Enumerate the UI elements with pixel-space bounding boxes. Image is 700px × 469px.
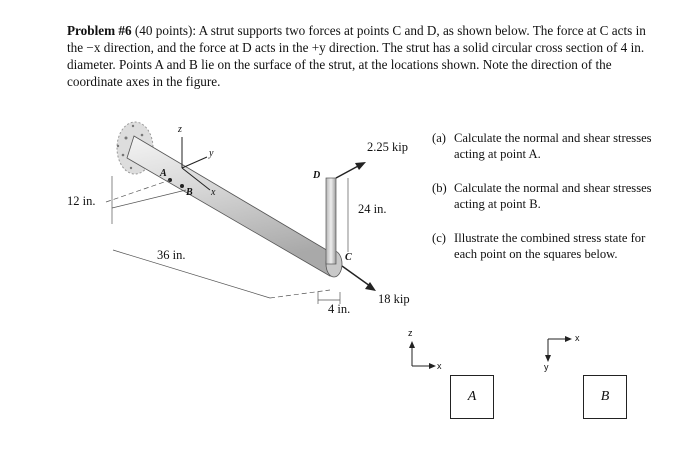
dim-36-label: 36 in.: [157, 248, 186, 262]
axes-b-horizontal-label: x: [575, 333, 580, 343]
load-arrow-d: [335, 162, 366, 179]
question-b: (b) Calculate the normal and shear stres…: [432, 180, 662, 212]
axes-a-vertical-label: z: [408, 328, 413, 338]
question-c-tag: (c): [432, 231, 446, 245]
point-c-label: C: [345, 252, 352, 263]
point-d-label: D: [313, 170, 321, 181]
load-d-label: 2.25 kip: [367, 140, 408, 154]
question-a-text: Calculate the normal and shear stresses …: [454, 131, 652, 161]
strut-body: [126, 135, 331, 277]
local-x-label: x: [211, 187, 216, 198]
dim-12-label: 12 in.: [67, 194, 96, 208]
dimension-lines: [105, 176, 349, 304]
problem-statement: Problem #6 (40 points): A strut supports…: [67, 22, 657, 90]
dim-24-label: 24 in.: [358, 202, 387, 216]
stress-square-b[interactable]: B: [583, 375, 627, 419]
local-y-label: y: [209, 148, 214, 159]
axes-a: [409, 341, 436, 369]
question-b-tag: (b): [432, 181, 447, 195]
point-b-label: B: [186, 187, 193, 198]
dim-4-label: 4 in.: [328, 302, 351, 316]
question-c: (c) Illustrate the combined stress state…: [432, 230, 662, 262]
stress-square-a[interactable]: A: [450, 375, 494, 419]
load-arrow-c: [341, 265, 376, 291]
load-c-label: 18 kip: [378, 292, 410, 306]
problem-text: (40 points): A strut supports two forces…: [67, 23, 646, 89]
point-a-label: A: [160, 168, 167, 179]
point-b-marker: [180, 184, 184, 188]
problem-heading: Problem #6: [67, 23, 132, 38]
question-a: (a) Calculate the normal and shear stres…: [432, 130, 662, 162]
axes-a-horizontal-label: x: [437, 361, 442, 371]
question-b-text: Calculate the normal and shear stresses …: [454, 181, 652, 211]
question-c-text: Illustrate the combined stress state for…: [454, 231, 646, 261]
axes-b-vertical-label: y: [544, 362, 549, 372]
local-z-label: z: [178, 124, 182, 135]
vertical-post: [325, 177, 337, 265]
axes-b: [545, 336, 572, 362]
question-a-tag: (a): [432, 131, 446, 145]
local-axes: [181, 137, 211, 191]
